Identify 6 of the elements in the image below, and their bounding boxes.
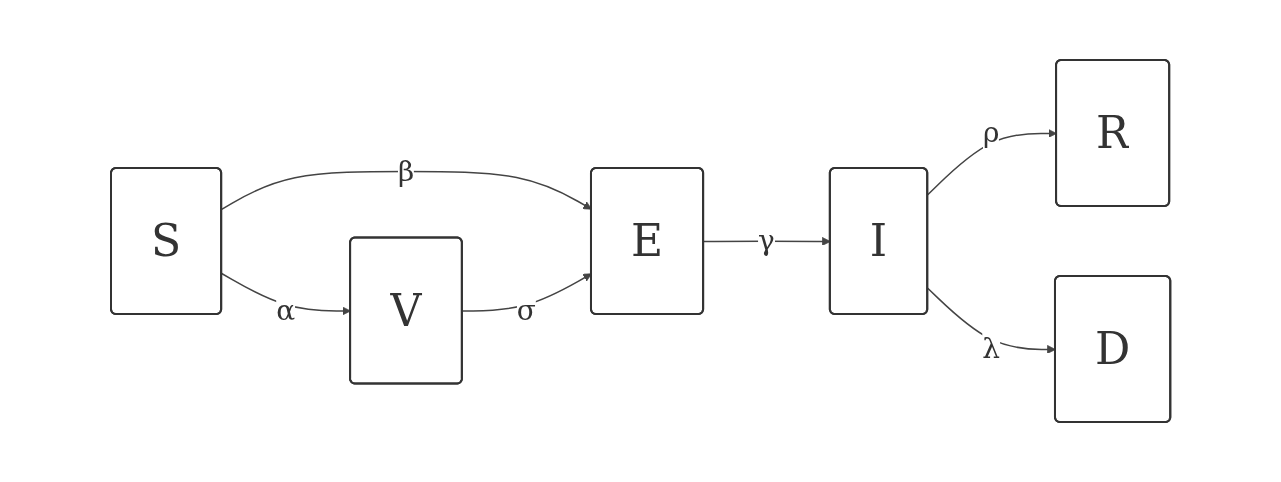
edge-label: σ: [516, 293, 536, 327]
edge-label: β: [397, 154, 414, 188]
edge-label: α: [276, 293, 295, 327]
edge-label: γ: [757, 224, 775, 257]
edge-label: ρ: [982, 116, 1000, 149]
edge-label: λ: [982, 332, 1000, 365]
